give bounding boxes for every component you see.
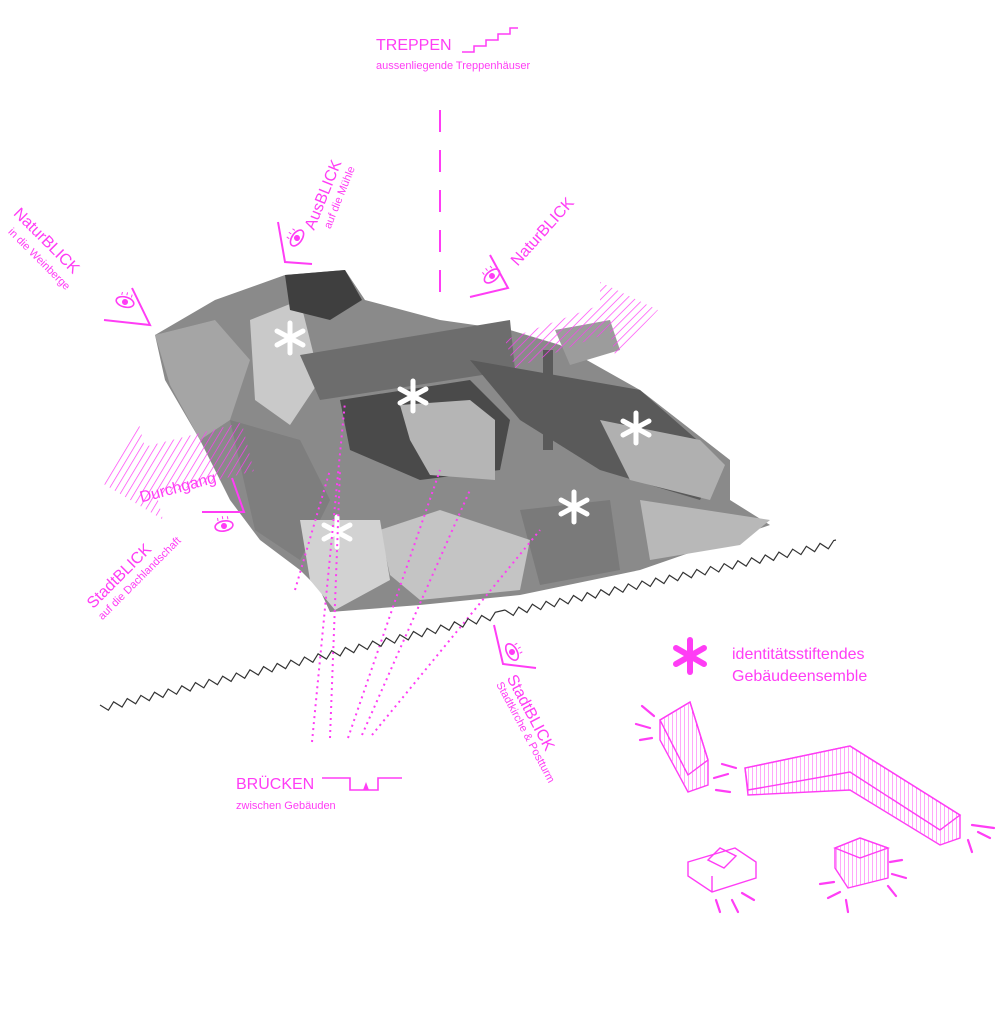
passage-arrow-right [505,282,658,368]
eye-icon [286,228,305,247]
legend-line-1: identitätsstiftendes [732,646,865,663]
legend-asterisk-icon [673,637,707,675]
eye-icon [482,265,501,284]
bruecken-subtitle: zwischen Gebäuden [236,800,336,812]
bruecken-title: BRÜCKEN [236,776,315,793]
eye-icon [115,291,135,309]
bridge-icon [322,777,402,791]
building-ensemble-sketch [659,700,962,893]
eye-icon [504,642,523,661]
view-brackets [103,221,537,669]
asterisk-icon [321,514,353,550]
asterisk-icon [274,320,306,356]
bridge-icon-figure [363,782,369,790]
asterisk-markers [274,320,652,550]
asterisk-icon [397,378,429,414]
sketch-ray-marks [634,704,996,914]
asterisk-icon [620,410,652,446]
zigzag-line-back [504,539,837,617]
legend-line-2: Gebäudeensemble [732,668,868,685]
zigzag-line-front [99,609,506,712]
durchgang-arrow [102,422,254,520]
treppen-subtitle: aussenliegende Treppenhäuser [376,60,531,72]
asterisk-icon [558,489,590,525]
eye-icon [214,516,234,532]
aerial-photo [155,270,770,612]
stair-icon [462,27,518,53]
treppen-title: TREPPEN [376,37,452,54]
bridge-lines [294,401,541,743]
eye-icons [115,228,523,661]
